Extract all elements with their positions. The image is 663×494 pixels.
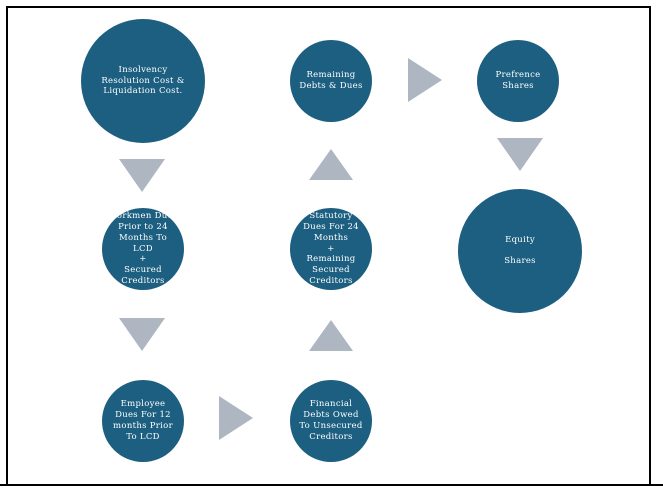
node-employee-label: Employee Dues For 12 months Prior To LCD [113, 399, 173, 442]
node-workmen-dues: Workmen Dues Prior to 24 Months To LCD +… [102, 208, 184, 290]
arrow-down-2 [119, 318, 165, 351]
node-insolvency-label: Insolvency Resolution Cost & Liquidation… [101, 64, 185, 97]
node-prefrence-label: Prefrence Shares [495, 70, 541, 91]
arrow-down-3 [497, 138, 543, 171]
arrow-right-2 [408, 58, 442, 102]
node-remaining-label: Remaining Debts & Dues [299, 70, 363, 91]
bottom-rule [0, 484, 663, 486]
arrow-up-2 [309, 149, 353, 180]
node-statutory-dues: Statutory Dues For 24 Months + Remaining… [290, 208, 372, 290]
arrow-down-1 [119, 159, 165, 192]
node-equity-label: Equity Shares [504, 234, 536, 267]
arrow-right-1 [219, 396, 253, 440]
node-insolvency-cost: Insolvency Resolution Cost & Liquidation… [81, 19, 205, 143]
node-workmen-label: Workmen Dues Prior to 24 Months To LCD +… [108, 210, 178, 287]
node-statutory-label: Statutory Dues For 24 Months + Remaining… [303, 210, 359, 287]
node-employee-dues: Employee Dues For 12 months Prior To LCD [102, 380, 184, 462]
node-remaining-debts: Remaining Debts & Dues [290, 40, 372, 122]
node-financial-label: Financial Debts Owed To Unsecured Credit… [299, 399, 363, 442]
node-financial-debts: Financial Debts Owed To Unsecured Credit… [290, 380, 372, 462]
node-prefrence-shares: Prefrence Shares [477, 40, 559, 122]
node-equity-shares: Equity Shares [458, 189, 582, 313]
arrow-up-1 [309, 320, 353, 351]
